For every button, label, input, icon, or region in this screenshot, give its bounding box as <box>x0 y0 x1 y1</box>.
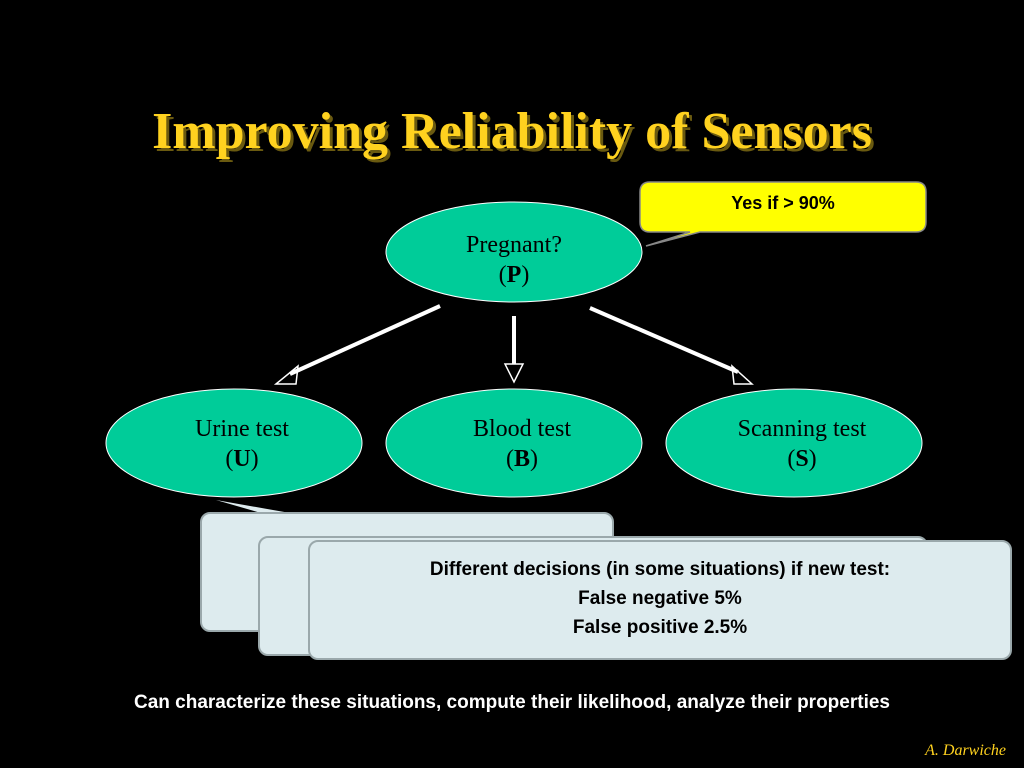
slide-footer: Can characterize these situations, compu… <box>134 692 890 713</box>
author-credit: A. Darwiche <box>925 742 1006 759</box>
node-urine-label: Urine test <box>195 416 289 442</box>
node-scanning-label: Scanning test <box>737 416 867 442</box>
node-pregnant-text: Pregnant? (P) <box>386 230 642 290</box>
callout-text: Yes if > 90% <box>731 193 835 213</box>
node-pregnant-label: Pregnant? <box>466 232 562 258</box>
node-urine-symbol: U <box>233 446 251 472</box>
node-scanning-symbol: S <box>795 446 809 472</box>
node-scanning-text: Scanning test (S) <box>674 414 930 474</box>
node-scanning <box>665 388 923 498</box>
node-blood-text: Blood test (B) <box>394 414 650 474</box>
note-card-front <box>308 540 1012 660</box>
node-pregnant <box>385 201 643 303</box>
node-urine-text: Urine test (U) <box>114 414 370 474</box>
edge-p-u <box>289 304 441 376</box>
note-card-line1: False negative 5% <box>578 588 742 609</box>
arrowhead-s <box>731 364 754 385</box>
slide-title: Improving Reliability of Sensors <box>152 103 872 160</box>
node-blood-label: Blood test <box>472 416 571 442</box>
arrowhead-b <box>503 363 525 384</box>
node-pregnant-symbol: P <box>506 262 522 288</box>
note-card-heading: Different decisions (in some situations)… <box>429 559 891 580</box>
edge-p-s <box>589 306 739 374</box>
node-blood-symbol: B <box>513 446 530 472</box>
note-card-line2: False positive 2.5% <box>572 617 748 638</box>
node-urine <box>105 388 363 498</box>
node-blood <box>385 388 643 498</box>
callout-bubble <box>639 181 927 247</box>
arrowhead-u <box>273 364 299 385</box>
note-card-text: Different decisions (in some situations)… <box>310 555 1010 642</box>
